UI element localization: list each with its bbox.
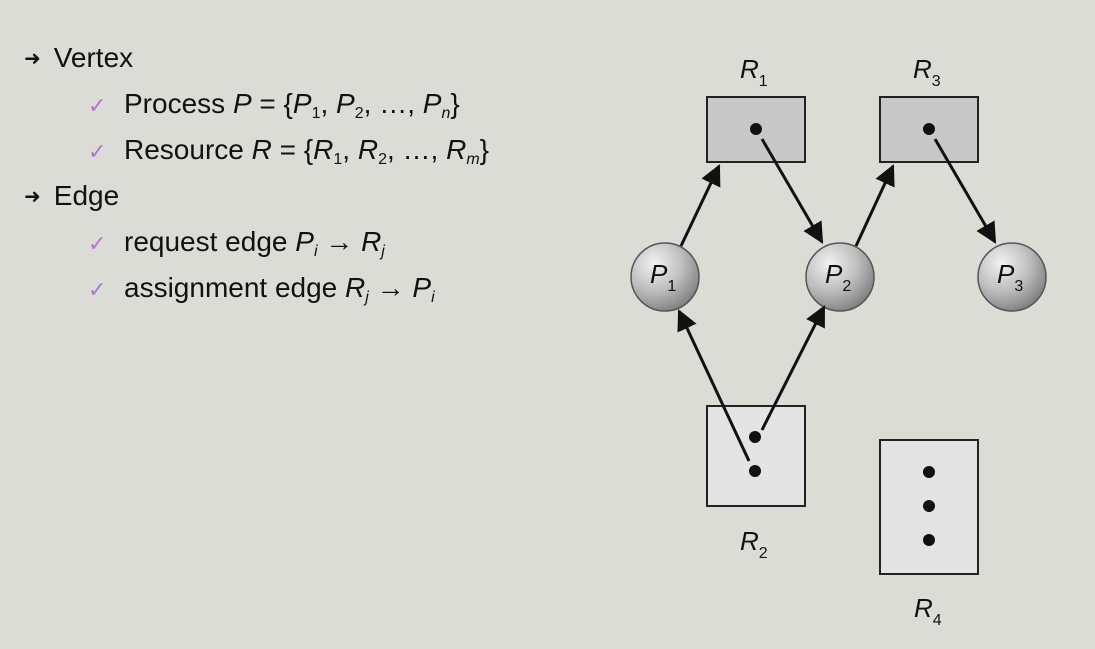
instance-dot (923, 500, 935, 512)
assignment-edge-r2-p1 (677, 309, 751, 462)
resource-r2-label: R2 (740, 526, 768, 562)
vertex-heading: ➜ Vertex (24, 38, 489, 84)
process-p3-label: P3 (997, 259, 1023, 295)
bullet-list: ➜ Vertex ✓Process P = {P1, P2, …, Pn} ✓R… (24, 38, 489, 314)
bullet-arrow-icon: ➜ (24, 48, 41, 70)
request-edge-p1-r1 (679, 164, 721, 247)
process-p2-node (805, 242, 875, 312)
process-p3-node (977, 242, 1047, 312)
assignment-edge-r3-p3 (933, 138, 997, 244)
request-edge-p2-r3 (854, 164, 895, 247)
process-p1-label: P1 (650, 259, 676, 295)
process-p1-node (630, 242, 700, 312)
request-edge-definition: ✓request edge Pi → Rj (24, 222, 489, 268)
checkmark-icon: ✓ (88, 277, 107, 302)
edge-heading: ➜ Edge (24, 176, 489, 222)
instance-dot (749, 431, 761, 443)
assignment-edge-definition: ✓assignment edge Rj → Pi (24, 268, 489, 314)
resource-r3-label: R3 (913, 54, 941, 90)
instance-dot (923, 534, 935, 546)
assignment-edge-r1-p2 (760, 138, 824, 244)
instance-dot (750, 123, 762, 135)
checkmark-icon: ✓ (88, 231, 107, 256)
instance-dot (923, 466, 935, 478)
instance-dot (749, 465, 761, 477)
checkmark-icon: ✓ (88, 93, 107, 118)
process-p2-label: P2 (825, 259, 851, 295)
checkmark-icon: ✓ (88, 139, 107, 164)
bullet-arrow-icon: ➜ (24, 186, 41, 208)
resource-r2-box (706, 405, 806, 507)
edge-title: Edge (53, 180, 120, 211)
assignment-edge-r2-p2 (760, 305, 826, 431)
instance-dot (923, 123, 935, 135)
process-definition: ✓Process P = {P1, P2, …, Pn} (24, 84, 489, 130)
resource-definition: ✓Resource R = {R1, R2, …, Rm} (24, 130, 489, 176)
resource-r1-label: R1 (740, 54, 768, 90)
vertex-title: Vertex (53, 42, 134, 73)
resource-r4-label: R4 (914, 593, 942, 629)
